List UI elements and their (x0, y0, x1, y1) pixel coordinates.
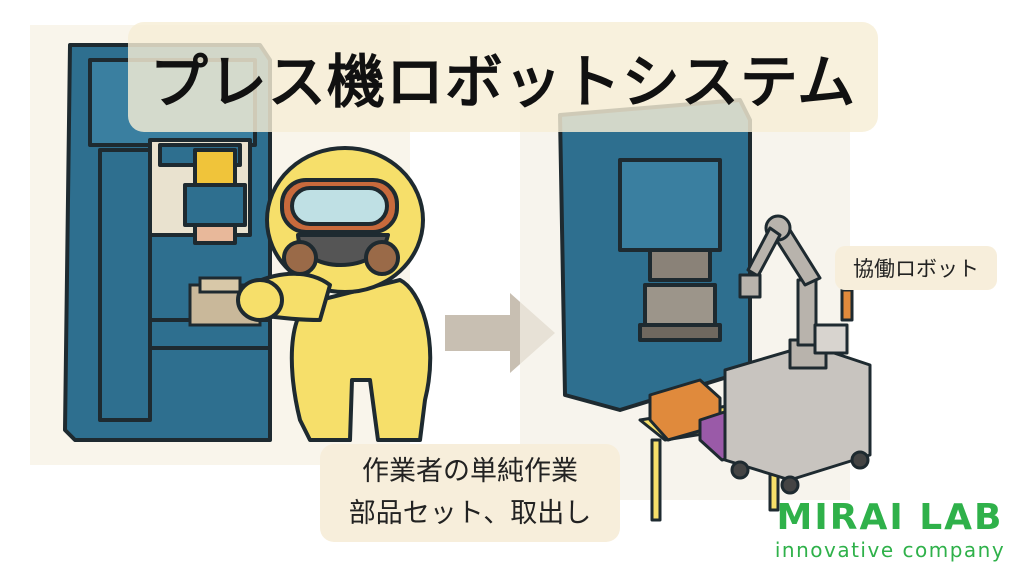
press-machine-right (558, 98, 752, 412)
collaborative-robot-icon (738, 214, 854, 370)
page-title: プレス機ロボットシステム (149, 48, 857, 116)
title-banner: プレス機ロボットシステム (128, 22, 878, 132)
worker-caption: 作業者の単純作業 部品セット、取出し (320, 444, 620, 542)
robot-label: 協働ロボット (835, 246, 997, 290)
caption-line-1: 作業者の単純作業 (362, 456, 578, 488)
worker-hazmat-icon (236, 146, 433, 442)
logo-tagline: innovative company (774, 538, 1006, 562)
press-machine-left (63, 43, 272, 442)
caption-line-2: 部品セット、取出し (348, 498, 592, 529)
logo-name: MIRAI LAB (776, 497, 1004, 538)
company-logo: MIRAI LAB innovative company (770, 497, 1010, 563)
